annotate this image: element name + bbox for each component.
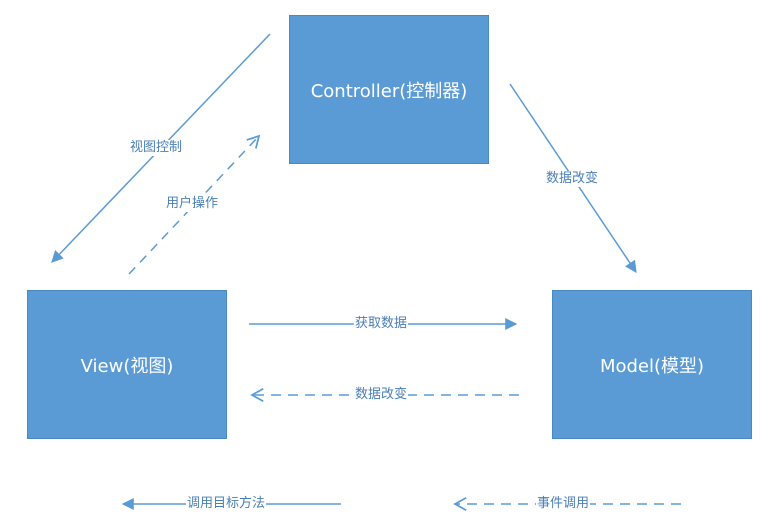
view-label: View(视图) bbox=[80, 355, 174, 377]
legend-call-method-label: 调用目标方法 bbox=[186, 496, 267, 512]
legend-event-call-label: 事件调用 bbox=[536, 496, 591, 512]
view-node: View(视图) bbox=[27, 290, 227, 439]
controller-label: Controller(控制器) bbox=[310, 80, 468, 102]
user-action-label: 用户操作 bbox=[165, 196, 220, 212]
model-node: Model(模型) bbox=[552, 290, 752, 439]
view-control-label: 视图控制 bbox=[129, 140, 184, 156]
controller-node: Controller(控制器) bbox=[289, 15, 489, 164]
model-data-change-label: 数据改变 bbox=[354, 387, 409, 403]
fetch-data-label: 获取数据 bbox=[354, 316, 409, 332]
controller-data-change-label: 数据改变 bbox=[545, 171, 600, 187]
model-label: Model(模型) bbox=[599, 355, 705, 377]
